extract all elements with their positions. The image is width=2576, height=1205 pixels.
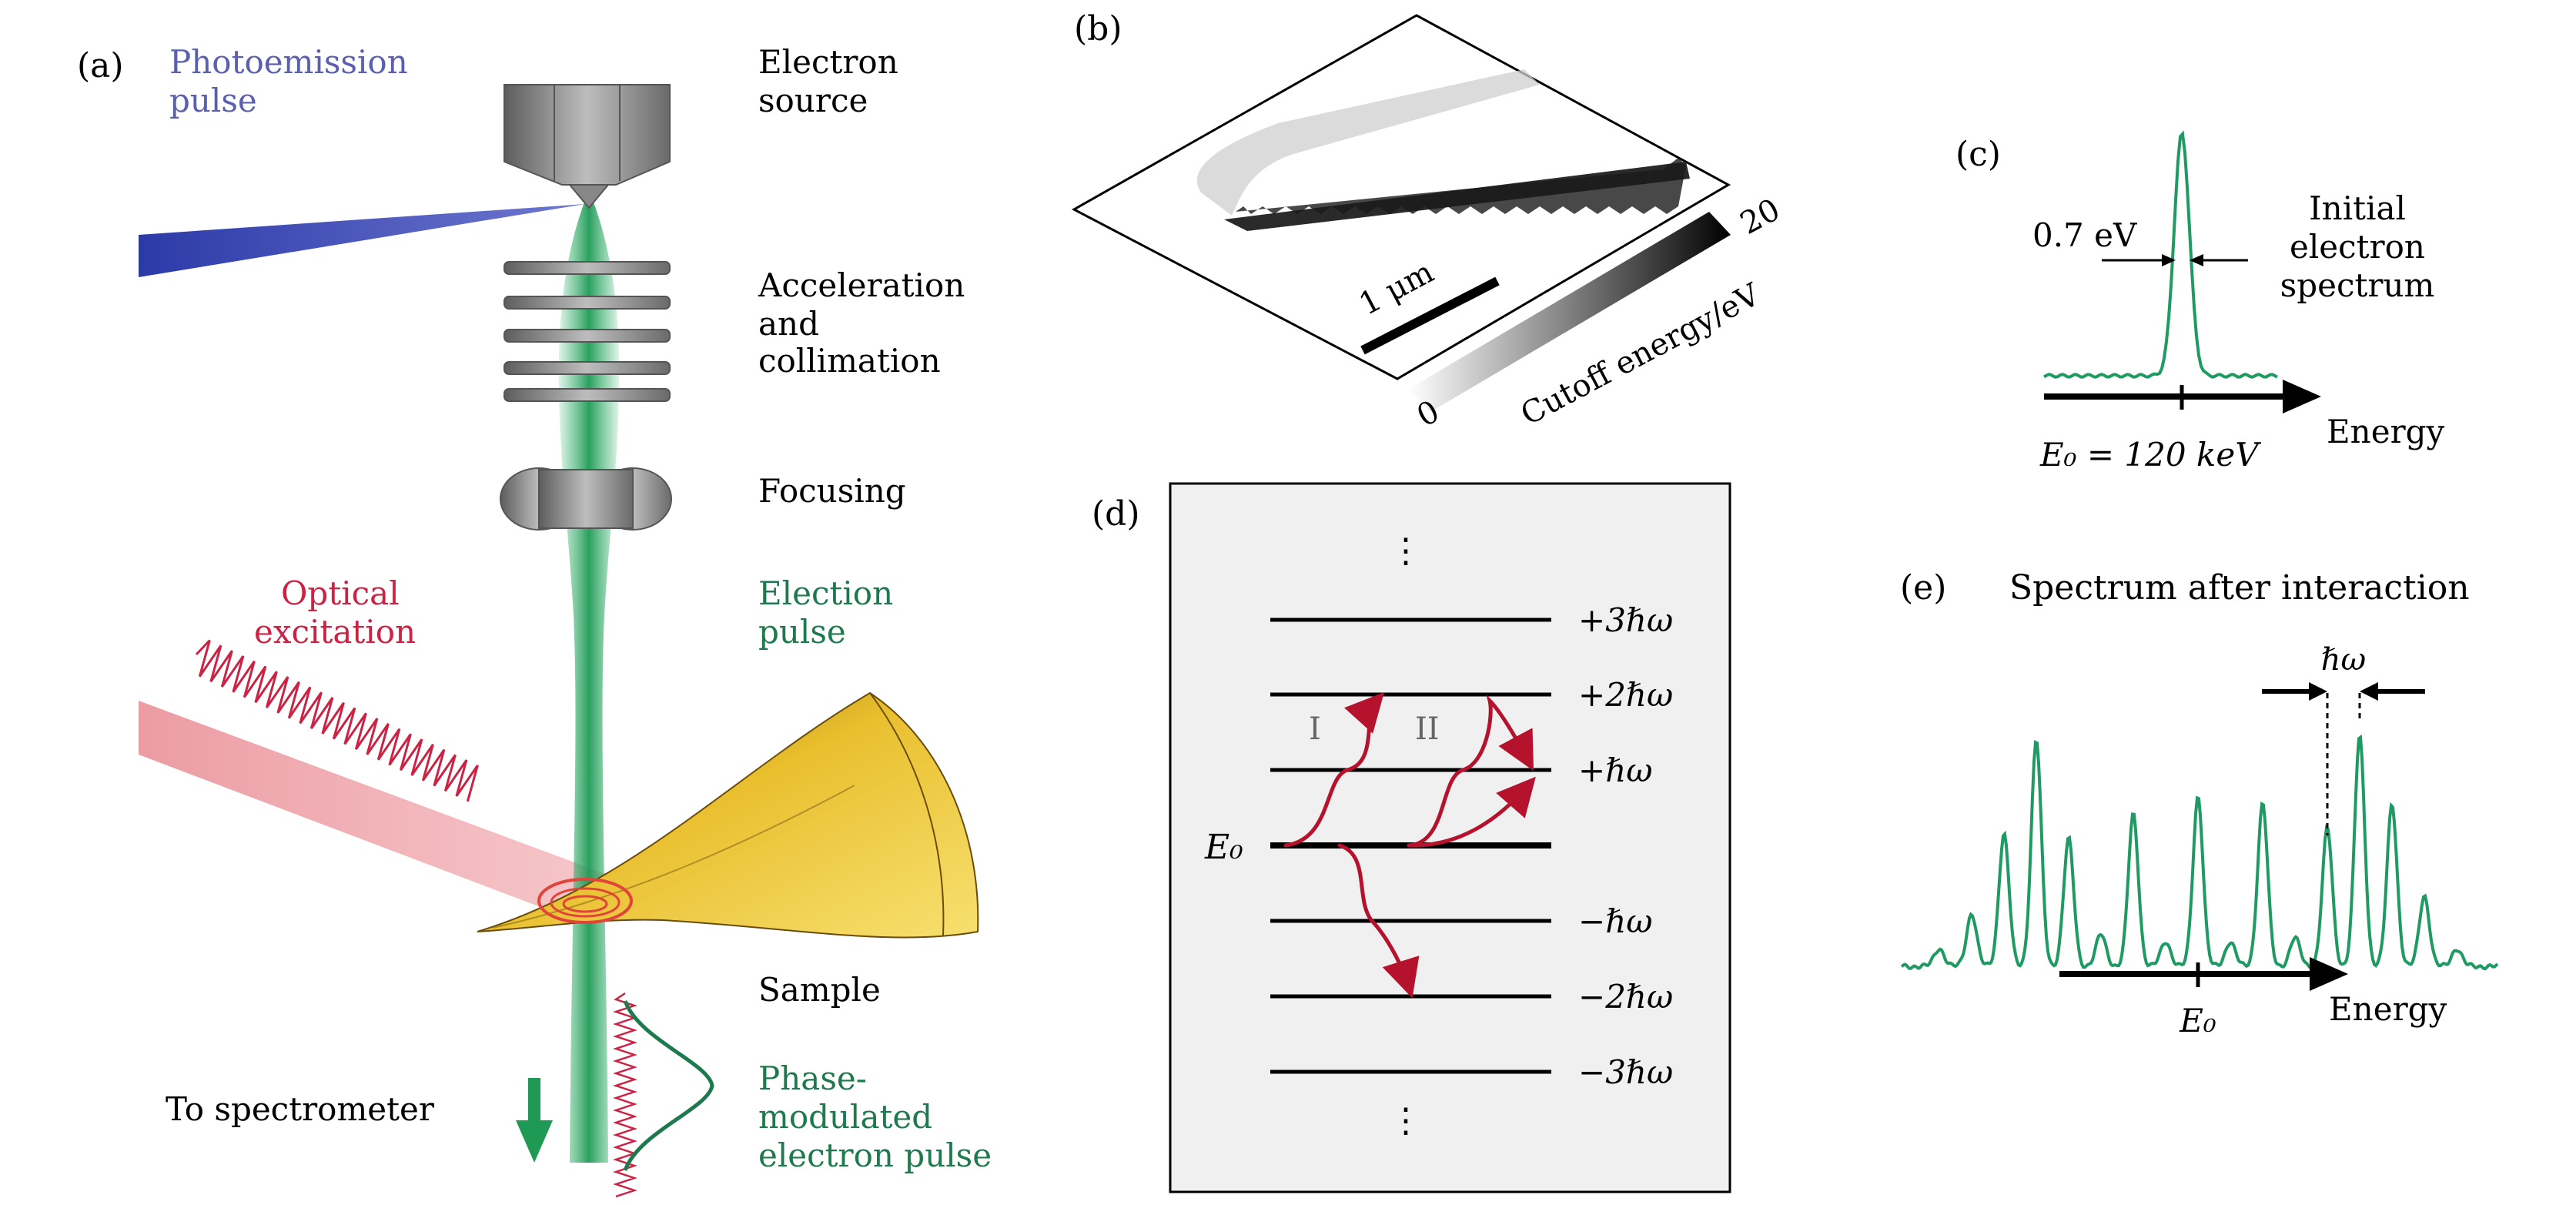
photoemission-beam [139,204,585,277]
acceleration-label-3: collimation [758,342,941,380]
colorbar-max: 20 [1735,192,1786,242]
to-spectrometer-label: To spectrometer [166,1090,435,1128]
scale-bar [1360,276,1500,355]
optical-beam [139,701,616,924]
hw-arrow-left-head [2309,682,2327,701]
focusing-label: Focusing [758,472,906,510]
c-width-arrowhead-right [2190,254,2203,266]
hw-arrows [2262,682,2425,701]
level-label-plus2: +2ℏω [1578,676,1673,714]
interaction-rings [537,878,633,924]
c-e0-label: E₀ = 120 keV [2039,436,2261,474]
panel-a: (a) Photoemission pulse Optical excitati… [77,43,992,1198]
acceleration-plates [503,261,671,402]
level-label-minus3: −3ℏω [1578,1053,1673,1091]
acceleration-label-1: Acceleration [758,266,965,304]
map-gray-feature [1196,69,1540,216]
phase-modulated-label-3: electron pulse [758,1136,992,1174]
level-label-minus2: −2ℏω [1578,978,1673,1016]
electron-source [503,84,671,209]
panel-c-label: (c) [1955,135,2001,174]
photoemission-label-2: pulse [169,82,257,119]
modulated-wave [613,992,637,1198]
optical-label-2: excitation [254,613,416,651]
colorbar [1409,212,1731,412]
level-label-plus3: +3ℏω [1578,601,1673,639]
electron-source-label-1: Electron [758,43,898,81]
e0-label: E₀ [1204,828,1243,867]
panel-d-label: (d) [1092,494,1140,534]
ladder-box [1169,482,1731,1193]
phase-modulated-label-2: modulated [758,1098,932,1136]
c-axis-arrow [2283,380,2321,413]
path-II-label: II [1415,711,1440,747]
c-title-3: spectrum [2280,266,2435,304]
phase-modulated-label-1: Phase- [758,1059,867,1097]
e-axis-arrow [2310,957,2348,991]
e-axis-label: Energy [2329,990,2447,1028]
focusing-lens [500,467,672,531]
c-title-2: electron [2290,228,2425,266]
acceleration-label-2: and [758,305,819,343]
election-pulse-label-2: pulse [758,613,846,651]
transition-I [1283,691,1385,848]
transition-II-b [1407,776,1536,848]
c-axis-label: Energy [2327,413,2445,450]
initial-spectrum-line [2042,130,2278,379]
panel-d: (d) ⋮ ⋮ +3ℏω +2ℏω +ℏω −ℏω −2ℏω −3ℏω E₀ I… [1092,482,1731,1193]
optical-wave [195,639,479,802]
transition-down [1337,843,1420,999]
electron-source-label-2: source [758,82,868,119]
transition-II-a [1407,694,1534,848]
map-jagged-edge [1236,158,1686,214]
level-label-plus1: +ℏω [1578,751,1653,789]
electron-beam [558,200,620,1163]
hw-arrow-right-head [2360,682,2378,701]
photoemission-label-1: Photoemission [169,43,408,81]
final-spectrum-line [1900,734,2499,971]
panel-e-label: (e) [1900,568,1946,608]
hw-label: ℏω [2321,642,2366,678]
e-title: Spectrum after interaction [2009,568,2470,608]
pulse-envelope [623,1000,714,1171]
e-e0-label: E₀ [2179,1002,2216,1039]
level-label-minus1: −ℏω [1578,902,1653,940]
spectrometer-arrow [516,1078,553,1163]
panel-e: (e) Spectrum after interaction E₀ Energy… [1900,568,2499,1039]
ladder-dots-bottom: ⋮ [1389,1101,1423,1140]
panel-a-label: (a) [77,46,124,85]
panel-b-label: (b) [1074,9,1122,49]
optical-label-1: Optical [281,574,400,612]
path-I-label: I [1309,711,1321,747]
c-width-arrowhead-left [2162,254,2176,266]
c-title-1: Initial [2309,189,2406,227]
panel-b: (b) 1 μm 0 Cutoff energy/eV 20 [1071,9,1786,434]
sample-label: Sample [758,971,881,1009]
ladder-dots-top: ⋮ [1389,531,1423,571]
c-width-label: 0.7 eV [2032,216,2137,254]
colorbar-title: Cutoff energy/eV [1515,276,1766,433]
panel-c: (c) 0.7 eV Initial electron spectrum E₀ … [1955,130,2445,474]
election-pulse-label-1: Election [758,574,893,612]
